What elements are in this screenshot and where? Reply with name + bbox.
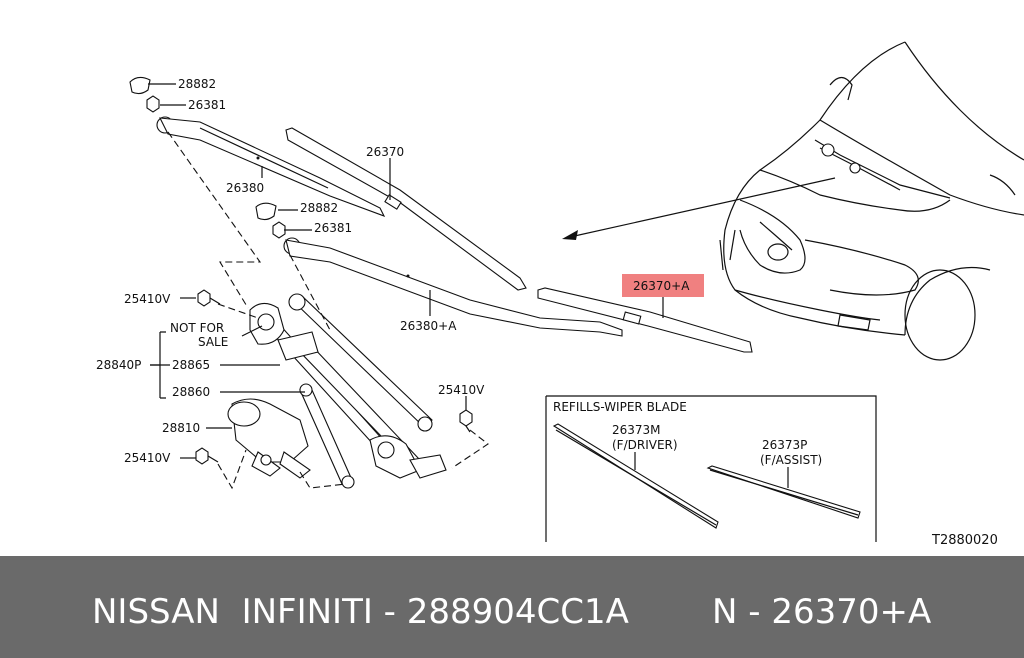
label-26380: 26380: [226, 181, 264, 195]
label-28865: 28865: [172, 358, 210, 372]
callout-arrow: [562, 177, 836, 240]
bolt-25410v-right: [459, 409, 473, 433]
label-28810: 28810: [162, 421, 200, 435]
nut-26381-top: [146, 95, 160, 113]
label-f-assist: (F/ASSIST): [760, 453, 822, 467]
label-26373p: 26373P: [762, 438, 807, 452]
footer-reference: N - 26370+A: [712, 592, 932, 632]
parts-diagram: 28882 26381 26370 26380 28882 26381 2638…: [96, 41, 1024, 548]
wiper-arm-26380a: [283, 237, 623, 337]
label-25410v-left: 25410V: [124, 292, 171, 306]
label-sale: SALE: [198, 335, 228, 349]
label-26373m: 26373M: [612, 423, 661, 437]
wiper-motor-28810: [227, 398, 311, 479]
label-not-for: NOT FOR: [170, 321, 224, 335]
leader-lines: [148, 83, 664, 459]
label-25410v-bottom: 25410V: [124, 451, 171, 465]
bolt-25410v-bottom: [195, 447, 219, 465]
footer-part-number: NISSAN INFINITI - 288904CC1A: [92, 592, 629, 632]
label-f-driver: (F/DRIVER): [612, 438, 678, 452]
label-26381-mid: 26381: [314, 221, 352, 235]
bolt-25410v-left: [197, 289, 221, 307]
diagram-code: T2880020: [931, 533, 998, 548]
wiper-linkage-28840p: [249, 293, 447, 489]
label-28882-top: 28882: [178, 77, 216, 91]
cap-28882-top: [129, 76, 151, 95]
car-front-view: [719, 41, 1024, 361]
refills-box: REFILLS-WIPER BLADE 26373M (F/DRIVER) 26…: [545, 395, 877, 542]
cap-28882-mid: [255, 202, 277, 221]
label-26370: 26370: [366, 145, 404, 159]
part-labels: 28882 26381 26370 26380 28882 26381 2638…: [96, 77, 690, 465]
wiper-blade-26370a: [537, 287, 753, 353]
dashed-guides: [167, 131, 489, 490]
highlight-box: [622, 274, 704, 297]
refill-blade-driver: [552, 423, 719, 529]
refills-title: REFILLS-WIPER BLADE: [553, 400, 687, 414]
label-26381-top: 26381: [188, 98, 226, 112]
wiper-arm-26380: [156, 116, 386, 217]
nut-26381-mid: [272, 221, 286, 239]
label-28882-mid: 28882: [300, 201, 338, 215]
wiper-blade-26370: [285, 127, 527, 291]
label-26370a: 26370+A: [633, 279, 690, 293]
label-28860: 28860: [172, 385, 210, 399]
refill-blade-assist: [706, 465, 861, 519]
label-26380a: 26380+A: [400, 319, 457, 333]
label-25410v-right: 25410V: [438, 383, 485, 397]
label-28840p: 28840P: [96, 358, 141, 372]
footer-bar: NISSAN INFINITI - 288904CC1A N - 26370+A: [0, 556, 1024, 658]
